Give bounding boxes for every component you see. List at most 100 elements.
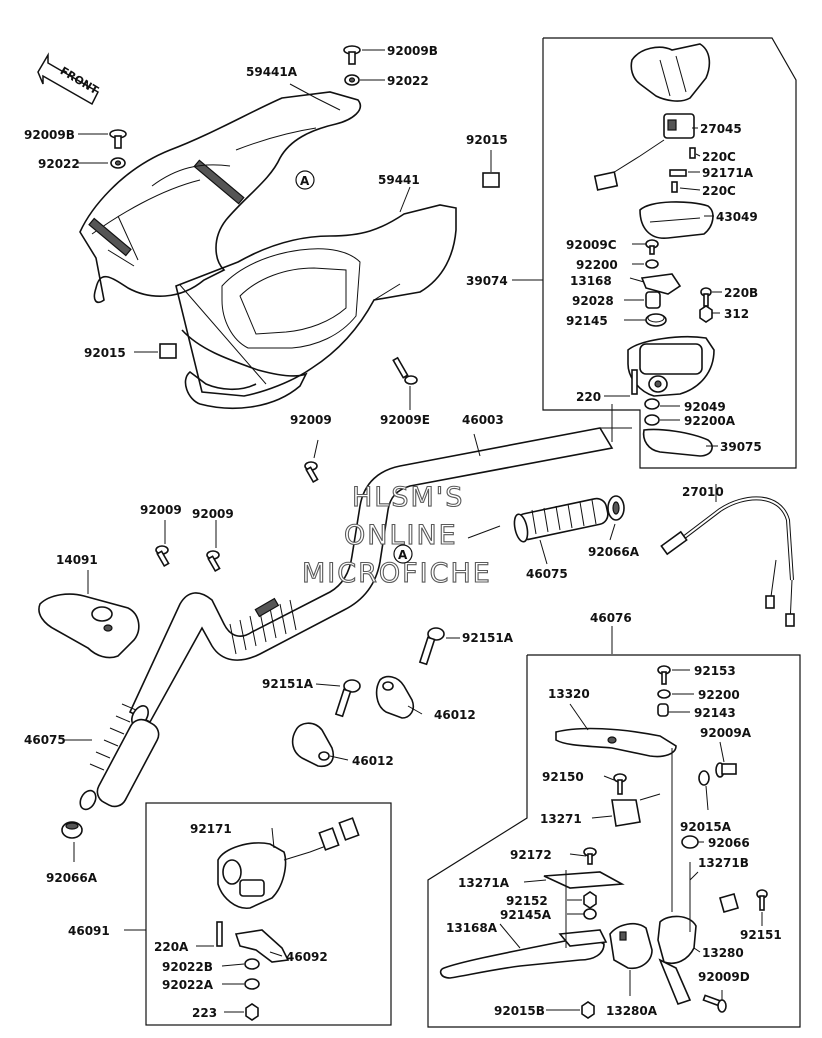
washer-92049 — [644, 398, 660, 410]
label-92151a-left: 92151A — [262, 677, 314, 691]
label-220c-b: 220C — [702, 184, 736, 198]
bolt-92151a-left — [334, 679, 361, 718]
washer-92022b — [244, 958, 260, 970]
label-92145: 92145 — [566, 314, 608, 328]
label-39075: 39075 — [720, 440, 762, 454]
label-92009a: 92009A — [700, 726, 752, 740]
clip-92015-left — [159, 343, 177, 359]
nut-223 — [245, 1003, 259, 1021]
label-92015a: 92015A — [680, 820, 732, 834]
svg-text:A: A — [300, 174, 310, 188]
bolt-92151 — [756, 889, 768, 911]
holder-13280a — [609, 922, 653, 970]
part-labels: 92009B 92022 59441A 92009B 92022 92015 5… — [24, 44, 782, 1020]
screw-92009e — [392, 356, 418, 385]
handlebar-46003 — [128, 427, 614, 727]
label-59441: 59441 — [378, 173, 420, 187]
end-cap-92066a-left — [61, 821, 83, 839]
group-box-46076 — [427, 654, 801, 1028]
lever-13168a — [439, 929, 608, 979]
svg-text:MICROFICHE: MICROFICHE — [302, 558, 492, 589]
label-46003: 46003 — [462, 413, 504, 427]
label-13320: 13320 — [548, 687, 590, 701]
label-92009c: 92009C — [566, 238, 617, 252]
end-cap-92066a-right — [607, 495, 625, 521]
label-92009-b: 92009 — [192, 507, 234, 521]
lever-13168 — [640, 273, 682, 295]
label-312: 312 — [724, 307, 749, 321]
label-92172: 92172 — [510, 848, 552, 862]
ref-marker-a-bottom: A — [393, 544, 413, 564]
label-46075-left: 46075 — [24, 733, 66, 747]
screw-92009-b — [206, 550, 221, 573]
cap-92066 — [681, 835, 699, 849]
bolt-92009b-top — [343, 45, 361, 65]
svg-text:ONLINE: ONLINE — [344, 520, 458, 551]
bolt-92172 — [583, 847, 597, 865]
watermark: HLSM'S ONLINE MICROFICHE — [301, 481, 492, 589]
label-92049: 92049 — [684, 400, 726, 414]
washer-92200-top — [645, 259, 659, 269]
label-92015b: 92015B — [494, 1004, 545, 1018]
label-92009b-top: 92009B — [387, 44, 438, 58]
label-92171: 92171 — [190, 822, 232, 836]
label-92150: 92150 — [542, 770, 584, 784]
label-92153: 92153 — [694, 664, 736, 678]
grip-46075-left — [79, 703, 160, 811]
group-box-39074 — [542, 37, 797, 469]
spacer-92028 — [645, 291, 661, 309]
label-46091: 46091 — [68, 924, 110, 938]
label-13168: 13168 — [570, 274, 612, 288]
screw-92009-a — [155, 545, 170, 568]
label-92200a: 92200A — [684, 414, 736, 428]
nut-312 — [699, 305, 713, 323]
label-92022b: 92022B — [162, 960, 213, 974]
washer-92200a — [644, 414, 660, 426]
label-14091: 14091 — [56, 553, 98, 567]
label-92009b-left: 92009B — [24, 128, 75, 142]
front-arrow-icon: FRONT — [37, 52, 101, 106]
washer-92200-low — [657, 689, 671, 699]
label-92022a: 92022A — [162, 978, 214, 992]
label-13280: 13280 — [702, 946, 744, 960]
label-92009-a: 92009 — [140, 503, 182, 517]
lever-39075 — [642, 428, 713, 457]
label-59441a: 59441A — [246, 65, 298, 79]
screw-92153 — [657, 665, 671, 685]
label-220a: 220A — [154, 940, 189, 954]
bracket-13271 — [611, 799, 641, 827]
spring-92145a — [583, 908, 597, 920]
screw-220c-a — [689, 147, 696, 159]
label-92066: 92066 — [708, 836, 750, 850]
label-92066a-left: 92066A — [46, 871, 98, 885]
bracket-14091 — [38, 593, 140, 659]
label-27010: 27010 — [682, 485, 724, 499]
screw-92009c — [645, 239, 659, 255]
throttle-cover-top — [630, 43, 711, 102]
cover-43049 — [639, 201, 714, 239]
label-92009d: 92009D — [698, 970, 750, 984]
label-92145a: 92145A — [500, 908, 552, 922]
label-46012-b: 46012 — [352, 754, 394, 768]
ref-marker-a-top: A — [295, 170, 315, 190]
throttle-cable-27010 — [660, 496, 795, 627]
label-92009e: 92009E — [380, 413, 430, 427]
svg-text:HLSM'S: HLSM'S — [352, 482, 464, 513]
label-46076: 46076 — [590, 611, 632, 625]
washer-92022-left — [110, 157, 126, 169]
lever-46092 — [234, 929, 290, 963]
screw-220c-b — [671, 181, 678, 193]
handlebar-cover-59441a — [79, 91, 361, 409]
nut-92152 — [583, 891, 597, 909]
label-43049: 43049 — [716, 210, 758, 224]
label-27045: 27045 — [700, 122, 742, 136]
bolt-92009a — [715, 762, 737, 778]
switch-housing-46091 — [217, 817, 360, 909]
label-13280a: 13280A — [606, 1004, 658, 1018]
label-92015-top: 92015 — [466, 133, 508, 147]
screw-220-top — [631, 369, 638, 395]
grip-46075-right — [513, 497, 609, 543]
label-92171a: 92171A — [702, 166, 754, 180]
screw-220b — [700, 287, 712, 307]
label-92015-left: 92015 — [84, 346, 126, 360]
